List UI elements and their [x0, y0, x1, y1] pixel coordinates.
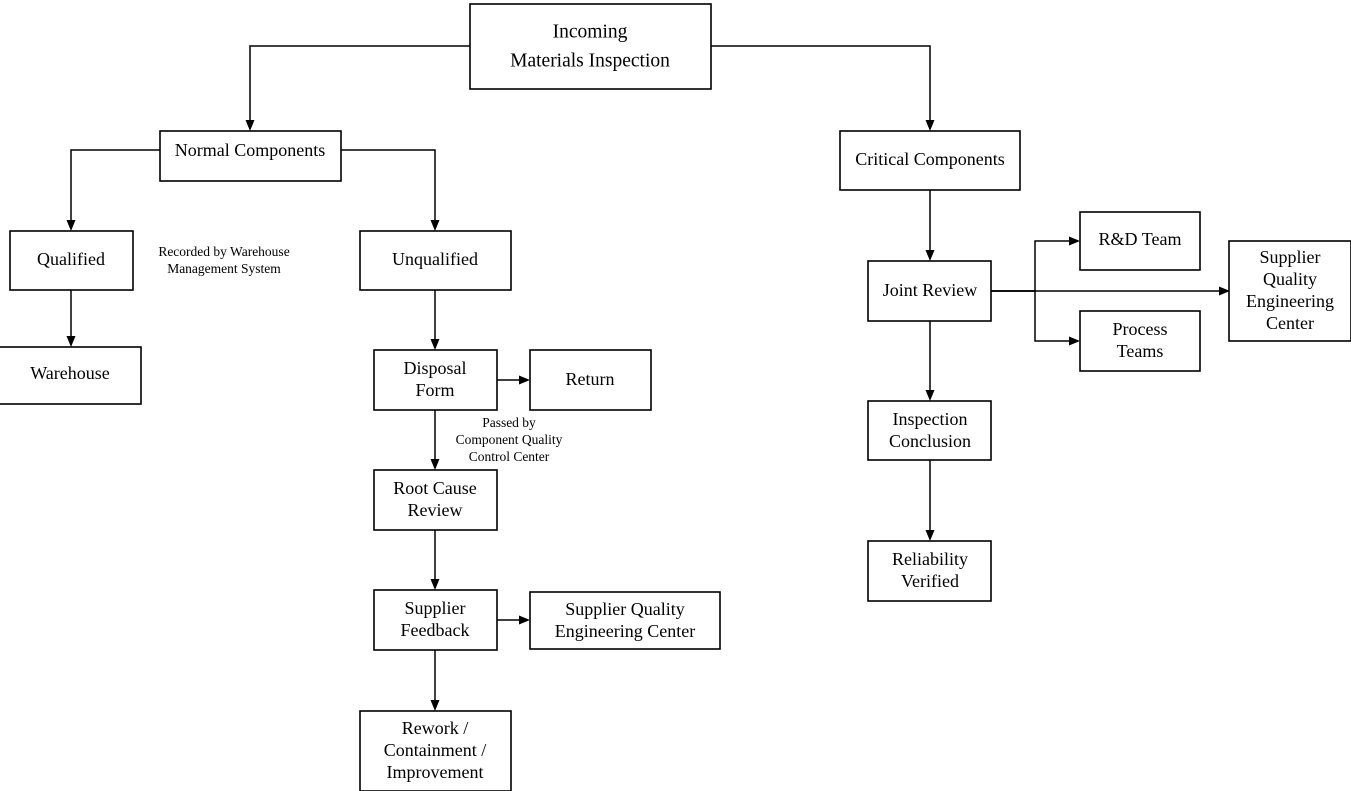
annotation-line: Passed by: [482, 415, 536, 430]
node-label: Disposal: [404, 358, 467, 378]
edge-jointreview-to-processteams: [991, 290, 1080, 346]
node-label: Unqualified: [392, 249, 478, 269]
annotation-warehouse-note: Recorded by Warehouse Management System: [158, 244, 289, 276]
node-label: Quality: [1263, 269, 1317, 289]
node-label: Reliability: [892, 549, 968, 569]
node-label: Supplier: [405, 598, 466, 618]
node-warehouse[interactable]: Warehouse: [0, 346, 142, 405]
edge-rootcause-to-feedback: [430, 530, 440, 590]
nodes-layer: Incoming Materials Inspection Normal Com…: [0, 3, 1351, 791]
node-reliability-verified[interactable]: Reliability Verified: [867, 540, 992, 602]
node-normal-components[interactable]: Normal Components: [159, 130, 342, 182]
annotation-line: Control Center: [469, 449, 550, 464]
edge-disposal-to-rootcause: [430, 410, 440, 470]
node-supplier-quality-engineering-center-left[interactable]: Supplier Quality Engineering Center: [529, 591, 721, 650]
node-label: Engineering Center: [555, 621, 695, 641]
node-label: Joint Review: [883, 280, 978, 300]
node-process-teams[interactable]: Process Teams: [1079, 310, 1201, 372]
edge-jointreview-to-sqec-right: [991, 286, 1230, 296]
node-supplier-feedback[interactable]: Supplier Feedback: [373, 589, 498, 651]
node-disposal-form[interactable]: Disposal Form: [373, 349, 498, 411]
node-rd-team[interactable]: R&D Team: [1079, 211, 1201, 271]
node-label: Conclusion: [889, 431, 971, 451]
node-unqualified[interactable]: Unqualified: [359, 230, 512, 291]
edge-qualified-to-warehouse: [66, 290, 76, 347]
node-joint-review[interactable]: Joint Review: [867, 260, 992, 322]
edge-feedback-to-sqec-left: [497, 615, 530, 625]
node-label: Engineering: [1246, 291, 1334, 311]
edge-incoming-to-normal: [245, 45, 470, 131]
node-label: Qualified: [37, 249, 105, 269]
edge-incoming-to-critical: [711, 45, 935, 131]
annotations-layer: Recorded by Warehouse Management System …: [158, 244, 562, 464]
node-root-cause-review[interactable]: Root Cause Review: [373, 469, 498, 531]
edge-jointreview-to-rdteam: [991, 236, 1080, 292]
annotation-line: Management System: [167, 261, 281, 276]
node-return[interactable]: Return: [529, 349, 652, 411]
node-label: Warehouse: [30, 363, 110, 383]
node-qualified[interactable]: Qualified: [9, 230, 134, 291]
node-label: Form: [415, 380, 454, 400]
node-label: Teams: [1117, 341, 1164, 361]
node-inspection-conclusion[interactable]: Inspection Conclusion: [867, 400, 992, 461]
edge-normal-to-qualified: [66, 149, 160, 231]
edge-critical-to-jointreview: [925, 190, 935, 261]
node-label: Supplier Quality: [565, 599, 685, 619]
node-incoming-materials-inspection[interactable]: Incoming Materials Inspection: [469, 3, 712, 90]
edge-disposal-to-return: [497, 375, 530, 385]
node-label: Process: [1113, 319, 1168, 339]
node-label: Feedback: [401, 620, 470, 640]
node-label: Review: [408, 500, 463, 520]
node-label: Supplier: [1260, 247, 1321, 267]
node-label: Critical Components: [855, 149, 1004, 169]
node-supplier-quality-engineering-center-right[interactable]: Supplier Quality Engineering Center: [1228, 240, 1351, 342]
node-label: R&D Team: [1099, 229, 1182, 249]
node-rework-containment-improvement[interactable]: Rework / Containment / Improvement: [359, 710, 512, 791]
node-label: Normal Components: [175, 140, 326, 160]
annotation-line: Recorded by Warehouse: [158, 244, 289, 259]
node-label: Improvement: [387, 762, 484, 782]
node-label: Verified: [901, 571, 959, 591]
edges-layer: [66, 45, 1230, 711]
node-label: Rework /: [402, 718, 469, 738]
edge-normal-to-unqualified: [341, 149, 440, 231]
annotation-line: Component Quality: [456, 432, 563, 447]
node-label: Center: [1266, 313, 1314, 333]
node-label: Root Cause: [393, 478, 477, 498]
edge-conclusion-to-reliability: [925, 460, 935, 541]
annotation-quality-note: Passed by Component Quality Control Cent…: [456, 415, 563, 464]
node-label: Return: [566, 369, 615, 389]
node-label: Containment /: [384, 740, 487, 760]
node-label: Inspection: [893, 409, 968, 429]
node-critical-components[interactable]: Critical Components: [839, 130, 1021, 191]
node-label: Materials Inspection: [510, 50, 670, 71]
edge-unqualified-to-disposal: [430, 290, 440, 350]
edge-jointreview-to-conclusion: [925, 321, 935, 401]
edge-feedback-to-rework: [430, 650, 440, 711]
node-label: Incoming: [553, 21, 628, 42]
